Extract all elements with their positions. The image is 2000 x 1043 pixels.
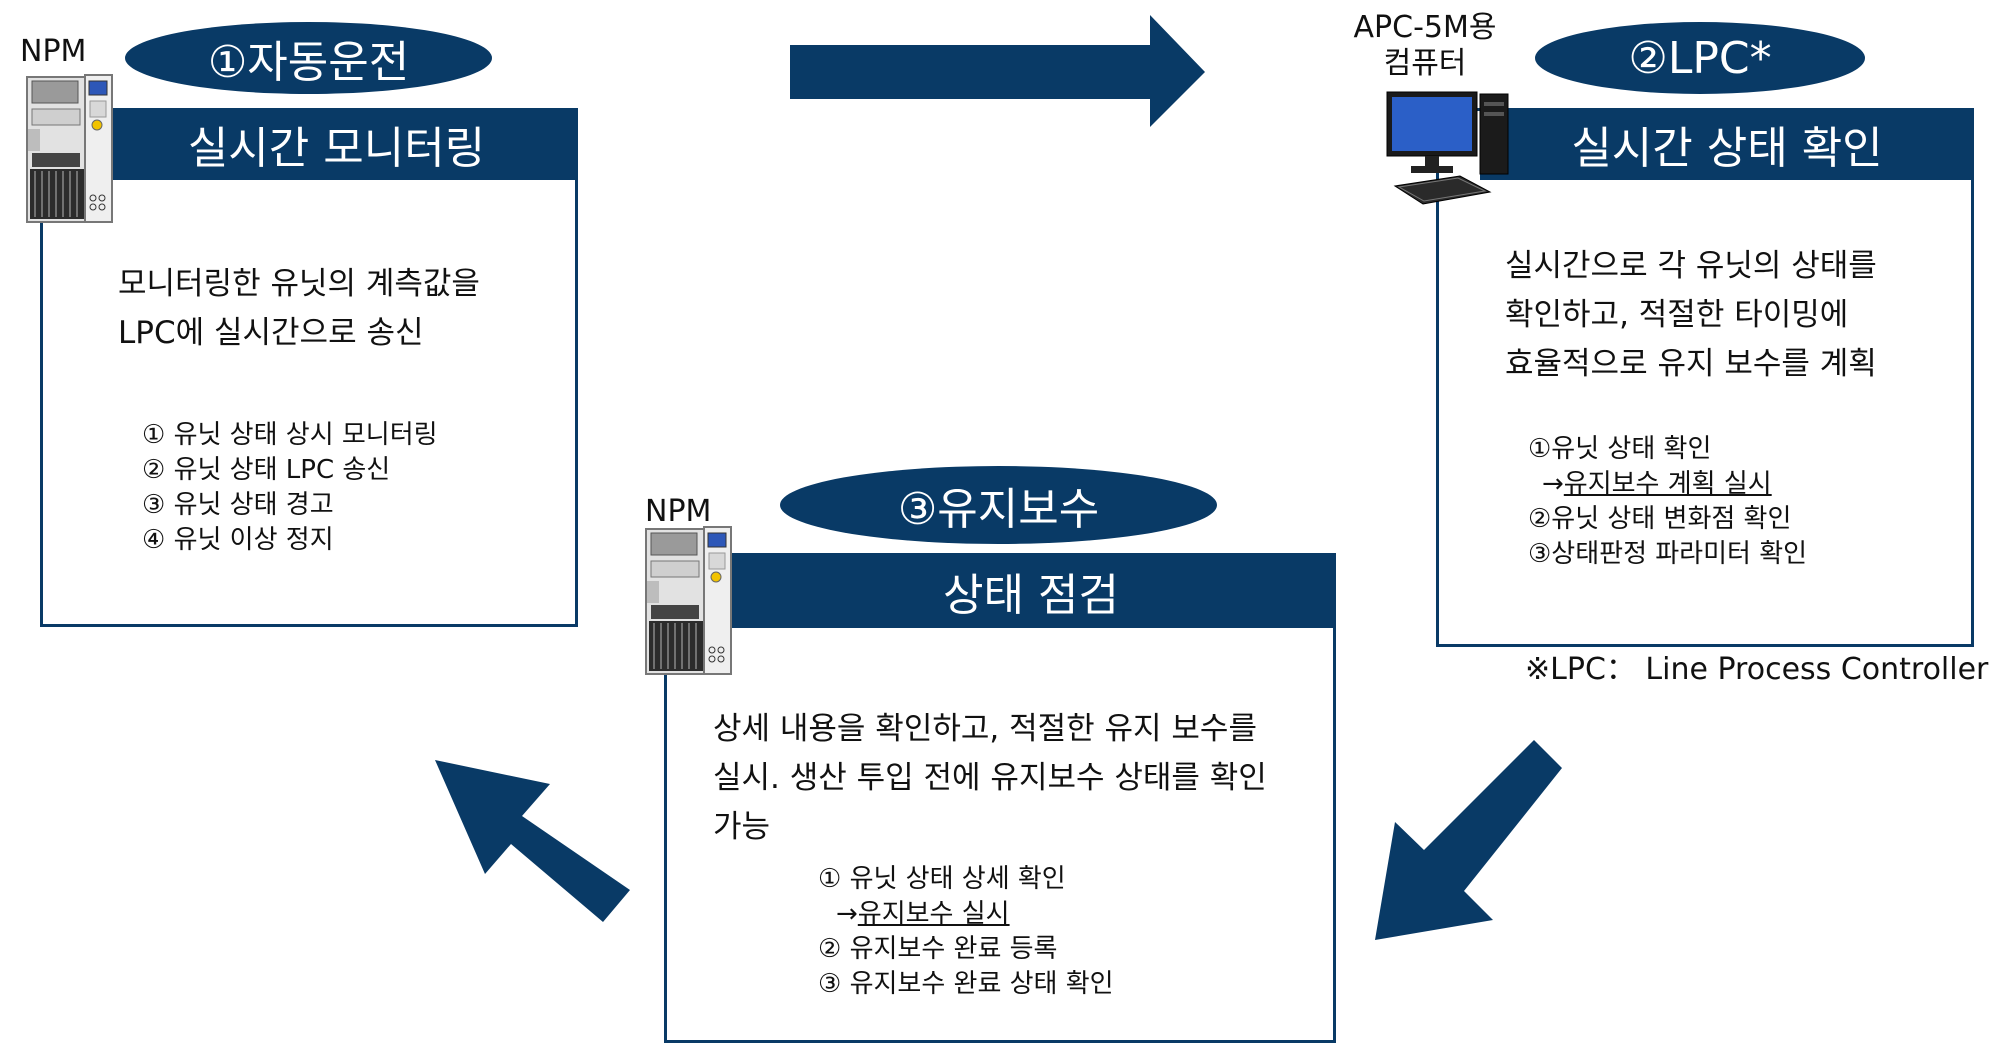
list-item: ④ 유닛 이상 정지 — [142, 525, 334, 555]
step2-description: 실시간으로 각 유닛의 상태를 확인하고, 적절한 타이밍에 효율적으로 유지 … — [1505, 242, 1877, 389]
list-item: ③상태판정 파라미터 확인 — [1528, 539, 1808, 569]
step2-desc-line: 확인하고, 적절한 타이밍에 — [1505, 297, 1849, 333]
step3-panel — [664, 553, 1336, 1043]
step3-badge: ③유지보수 — [780, 466, 1217, 544]
list-item: ① 유닛 상태 상시 모니터링 — [142, 420, 438, 450]
arrow-down-left-icon — [1375, 740, 1562, 940]
step1-panel — [40, 108, 578, 627]
step2-desc-line: 효율적으로 유지 보수를 계획 — [1505, 346, 1877, 382]
computer-label: APC-5M용 컴퓨터 — [1350, 10, 1500, 82]
step2-header: 실시간 상태 확인 — [1480, 108, 1974, 180]
npm-machine-icon — [26, 74, 113, 223]
step3-item-list: ① 유닛 상태 상세 확인 →유지보수 실시 ② 유지보수 완료 등록 ③ 유지… — [818, 862, 1114, 1002]
arrow-right-icon — [790, 15, 1205, 127]
npm-label-1: NPM — [20, 34, 87, 69]
step1-badge: ①자동운전 — [125, 22, 492, 94]
step2-badge: ②LPC* — [1535, 22, 1865, 94]
step2-panel — [1436, 108, 1974, 647]
step1-description: 모니터링한 유닛의 계측값을 LPC에 실시간으로 송신 — [118, 260, 480, 358]
step1-desc-line: 모니터링한 유닛의 계측값을 — [118, 266, 480, 302]
step3-description: 상세 내용을 확인하고, 적절한 유지 보수를 실시. 생산 투입 전에 유지보… — [713, 705, 1267, 852]
lpc-footnote: ※LPC： Line Process Controller — [1525, 652, 1989, 687]
arrow-glyph: → — [836, 899, 858, 929]
arrow-up-left-icon — [435, 760, 630, 922]
list-item: →유지보수 실시 — [818, 897, 1114, 932]
step2-item-list: ①유닛 상태 확인 →유지보수 계획 실시 ②유닛 상태 변화점 확인 ③상태판… — [1528, 432, 1807, 572]
list-item: ② 유지보수 완료 등록 — [818, 934, 1058, 964]
step3-desc-line: 상세 내용을 확인하고, 적절한 유지 보수를 — [713, 711, 1257, 747]
npm-machine-icon — [645, 526, 732, 675]
list-item-underlined: 유지보수 계획 실시 — [1563, 469, 1772, 499]
list-item: ①유닛 상태 확인 — [1528, 434, 1712, 464]
step3-header: 상태 점검 — [726, 553, 1336, 628]
computer-label-line: APC-5M용 — [1353, 10, 1497, 45]
npm-label-3: NPM — [645, 494, 712, 529]
computer-icon — [1386, 91, 1509, 205]
list-item: ③ 유닛 상태 경고 — [142, 490, 334, 520]
computer-label-line: 컴퓨터 — [1383, 46, 1467, 81]
step2-desc-line: 실시간으로 각 유닛의 상태를 — [1505, 248, 1877, 284]
step1-header: 실시간 모니터링 — [95, 108, 578, 180]
list-item-underlined: 유지보수 실시 — [857, 899, 1010, 929]
arrow-glyph: → — [1542, 469, 1564, 499]
list-item: →유지보수 계획 실시 — [1528, 467, 1807, 502]
list-item: ① 유닛 상태 상세 확인 — [818, 864, 1066, 894]
step3-desc-line: 실시. 생산 투입 전에 유지보수 상태를 확인 — [713, 760, 1267, 796]
list-item: ③ 유지보수 완료 상태 확인 — [818, 969, 1114, 999]
step1-desc-line: LPC에 실시간으로 송신 — [118, 315, 424, 351]
step3-desc-line: 가능 — [713, 809, 771, 845]
list-item: ②유닛 상태 변화점 확인 — [1528, 504, 1792, 534]
list-item: ② 유닛 상태 LPC 송신 — [142, 455, 391, 485]
step1-item-list: ① 유닛 상태 상시 모니터링 ② 유닛 상태 LPC 송신 ③ 유닛 상태 경… — [142, 418, 438, 558]
